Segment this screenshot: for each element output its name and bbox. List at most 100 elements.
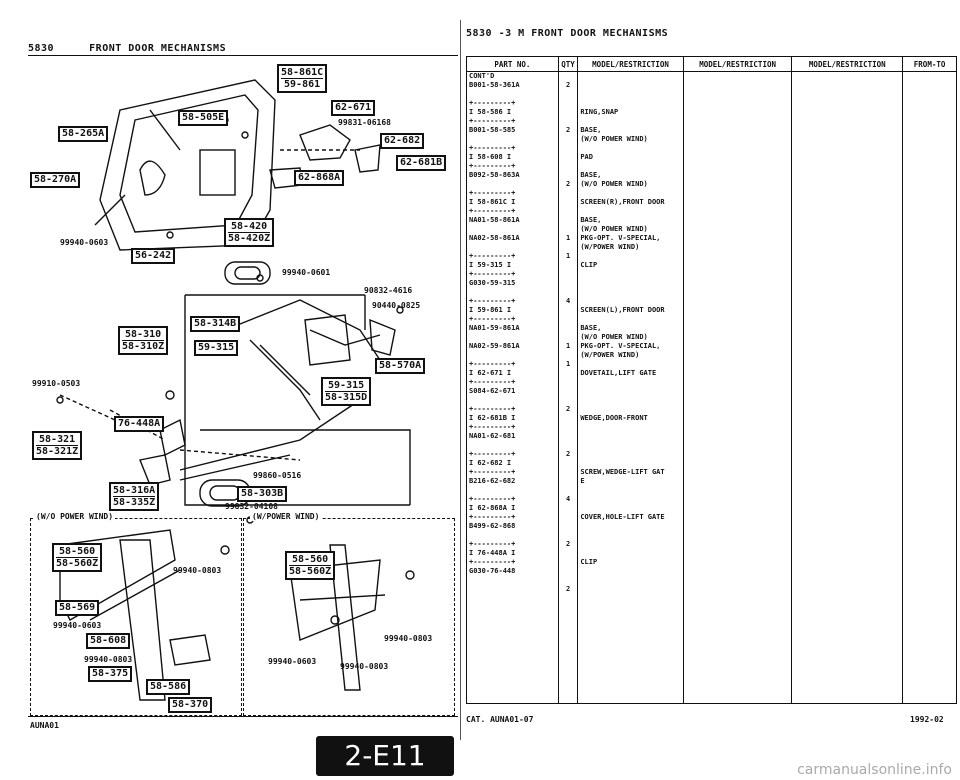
part-line	[469, 333, 556, 342]
left-footer-rule	[28, 716, 458, 717]
part-line	[469, 225, 556, 234]
part-line: I 76-448A I	[469, 549, 516, 557]
qty-line: 1	[565, 360, 571, 368]
qty-line	[561, 486, 576, 495]
callout-58-586[interactable]: 58-586	[146, 679, 191, 695]
part-number: 99940-0603	[60, 238, 109, 247]
qty-line	[561, 522, 576, 531]
qty-line	[561, 108, 576, 117]
qty-line	[561, 477, 576, 486]
callout-58-505e[interactable]: 58-505E	[178, 110, 229, 126]
callout-58-303b[interactable]: 58-303B	[237, 486, 288, 502]
callout-58-314b[interactable]: 58-314B	[190, 316, 241, 332]
part-line: I 62-681B I	[469, 414, 516, 422]
qty-line	[561, 243, 576, 252]
qty-line	[561, 306, 576, 315]
callout-line-b: 58-420Z	[228, 232, 271, 244]
qty-line	[561, 504, 576, 513]
callout-59-315-58-315d[interactable]: 59-315 58-315D	[321, 377, 372, 406]
callout-76-448a[interactable]: 76-448A	[114, 416, 165, 432]
callout-line-b: 58-310Z	[122, 340, 165, 352]
part-line	[469, 135, 556, 144]
desc-line: (W/POWER WIND)	[580, 351, 640, 359]
callout-58-375[interactable]: 58-375	[88, 666, 133, 682]
catalog-code: CAT. AUNA01-07	[466, 715, 534, 724]
callout-58-270a[interactable]: 58-270A	[30, 172, 81, 188]
part-line	[469, 180, 556, 189]
callout-58-370[interactable]: 58-370	[168, 697, 213, 713]
parts-table: PART NO. QTY MODEL/RESTRICTION MODEL/RES…	[466, 56, 957, 704]
left-footer-code: AUNA01	[30, 721, 59, 730]
callout-58-570a[interactable]: 58-570A	[375, 358, 426, 374]
col-part-no: PART NO.	[466, 56, 559, 72]
desc-line	[580, 189, 680, 198]
part-number: 99940-0803	[173, 566, 222, 575]
desc-line: CLIP	[580, 261, 598, 269]
col-from-to: FROM-TO	[902, 56, 957, 72]
qty-line	[561, 198, 576, 207]
callout-58-569[interactable]: 58-569	[55, 600, 100, 616]
callout-62-682[interactable]: 62-682	[380, 133, 425, 149]
part-line: I 58-608 I	[469, 153, 512, 161]
qty-line	[561, 441, 576, 450]
qty-line	[561, 369, 576, 378]
part-line: B499-62-868	[469, 522, 516, 530]
part-line: +---------+	[469, 468, 516, 476]
callout-58-608[interactable]: 58-608	[86, 633, 131, 649]
qty-line: 2	[565, 405, 571, 413]
qty-line: 4	[565, 297, 571, 305]
part-number: 99940-0603	[268, 657, 317, 666]
qty-line	[561, 279, 576, 288]
door-handle-recess	[139, 160, 166, 196]
desc-line	[580, 297, 680, 306]
qty-line	[561, 315, 576, 324]
callout-62-681b[interactable]: 62-681B	[396, 155, 447, 171]
catalog-date: 1992-02	[910, 715, 944, 724]
callout-62-868a[interactable]: 62-868A	[294, 170, 345, 186]
desc-line	[580, 279, 680, 288]
desc-line	[580, 441, 680, 450]
callout-58-560-left[interactable]: 58-560 58-560Z	[52, 543, 103, 572]
part-line: NA01-58-861A	[469, 216, 520, 224]
callout-58-310[interactable]: 58-310 58-310Z	[118, 326, 169, 355]
callout-line-b: 59-861	[281, 78, 324, 90]
desc-line: PAD	[580, 153, 593, 161]
qty-line: 1	[565, 234, 571, 242]
qty-line	[561, 207, 576, 216]
callout-56-242[interactable]: 56-242	[131, 248, 176, 264]
qty-line	[561, 549, 576, 558]
callout-58-420[interactable]: 58-420 58-420Z	[224, 218, 275, 247]
qty-line	[561, 225, 576, 234]
desc-line	[580, 207, 680, 216]
left-header-rule	[28, 55, 458, 56]
desc-line: SCREW,WEDGE-LIFT GAT	[580, 468, 665, 476]
left-header: 5830 FRONT DOOR MECHANISMS	[28, 43, 226, 54]
part-line	[469, 243, 556, 252]
callout-58-861c[interactable]: 58-861C 59-861	[277, 64, 328, 93]
desc-line	[580, 72, 680, 81]
part-line: CONT'D	[469, 72, 495, 80]
qty-line: 2	[565, 540, 571, 548]
qty-line	[561, 468, 576, 477]
qty-line: 2	[565, 126, 571, 134]
part-line: G030-59-315	[469, 279, 516, 287]
callout-58-265a[interactable]: 58-265A	[58, 126, 109, 142]
desc-line: (W/O POWER WIND)	[580, 135, 648, 143]
callout-59-315[interactable]: 59-315	[194, 340, 239, 356]
model-column-3	[791, 71, 904, 704]
part-number: 99940-0803	[84, 655, 133, 664]
desc-line	[580, 81, 680, 90]
qty-line	[561, 135, 576, 144]
callout-58-316a[interactable]: 58-316A 58-335Z	[109, 482, 160, 511]
qty-line	[561, 90, 576, 99]
callout-58-321[interactable]: 58-321 58-321Z	[32, 431, 83, 460]
door-panel-inner	[119, 94, 259, 233]
part-line	[469, 351, 556, 360]
col-model-2: MODEL/RESTRICTION	[682, 56, 793, 72]
callout-58-560-right[interactable]: 58-560 58-560Z	[285, 551, 336, 580]
desc-line: (W/O POWER WIND)	[580, 333, 648, 341]
desc-line: DOVETAIL,LIFT GATE	[580, 369, 657, 377]
qty-line	[561, 162, 576, 171]
callout-62-671[interactable]: 62-671	[331, 100, 376, 116]
qty-line	[561, 414, 576, 423]
